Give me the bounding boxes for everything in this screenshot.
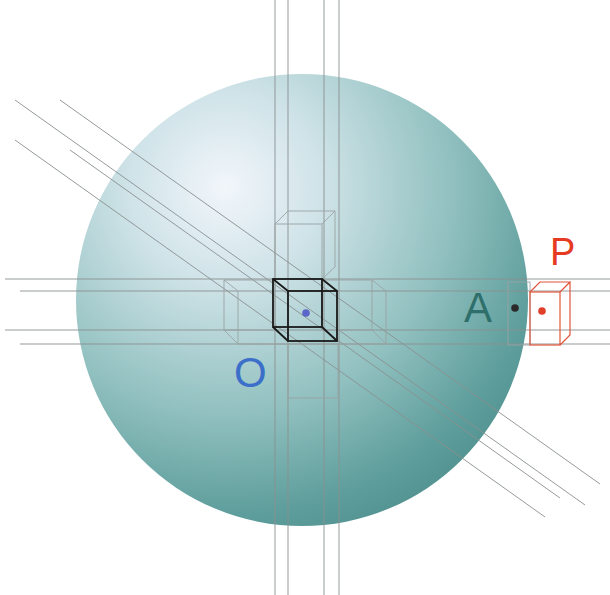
point-p	[538, 307, 546, 315]
point-o	[302, 309, 310, 317]
grid-lines	[5, 0, 610, 595]
point-a	[511, 304, 519, 312]
point-label: O	[232, 352, 269, 394]
small-cube	[530, 282, 570, 345]
sphere	[76, 74, 528, 526]
point-label: P	[548, 233, 577, 271]
center-cube	[273, 279, 337, 341]
neighbor-cubes	[224, 211, 530, 398]
point-label: A	[462, 287, 494, 329]
